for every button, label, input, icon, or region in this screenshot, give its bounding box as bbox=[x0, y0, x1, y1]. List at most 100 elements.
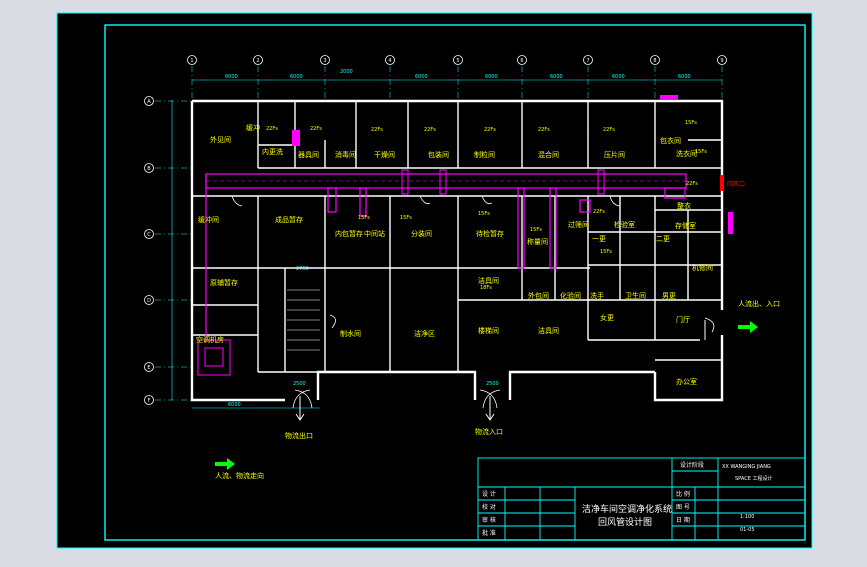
room-toilet: 男更 bbox=[662, 292, 676, 300]
room-office: 办公室 bbox=[676, 377, 697, 386]
grid-bubble-col-7: 7 bbox=[583, 55, 593, 65]
dim-col-8: 6000 bbox=[678, 74, 691, 80]
dim-col-6: 6000 bbox=[550, 74, 563, 80]
grid-bubble-col-8: 8 bbox=[650, 55, 660, 65]
exterior-walls bbox=[190, 99, 724, 402]
svg-text:2: 2 bbox=[256, 58, 259, 64]
room-change1: 一更 bbox=[592, 235, 606, 243]
clean-label: 15Fs bbox=[358, 215, 370, 221]
material-out-label: 物流出口 bbox=[285, 431, 313, 440]
grid-bubble-col-6: 6 bbox=[517, 55, 527, 65]
entrance-markers bbox=[295, 320, 706, 421]
room-door-hall: 门厅 bbox=[676, 315, 690, 324]
room-wash-toilet: 卫生间 bbox=[625, 291, 646, 300]
grid-bubble-row-F: F bbox=[144, 395, 154, 405]
tb-school-2: SPACE 工程设计 bbox=[735, 475, 772, 482]
clean-label: 15Fs bbox=[478, 211, 490, 217]
room-ac: 空调机房 bbox=[196, 335, 224, 344]
interior-walls bbox=[192, 101, 722, 373]
grid-bubble-row-B: B bbox=[144, 163, 154, 173]
room-coat: 包衣间 bbox=[660, 136, 681, 145]
svg-text:6: 6 bbox=[520, 58, 523, 64]
clean-label: 22Fs bbox=[484, 127, 496, 133]
svg-text:7: 7 bbox=[586, 58, 589, 64]
room-change2: 二更 bbox=[656, 235, 670, 243]
tb-school-1: XX WANGING JIANG bbox=[722, 464, 771, 470]
svg-text:9: 9 bbox=[720, 58, 723, 64]
grid-bubble-col-4: 4 bbox=[385, 55, 395, 65]
room-wash-b: 整衣 bbox=[677, 201, 691, 210]
clean-label: 15Fs bbox=[400, 215, 412, 221]
svg-text:C: C bbox=[147, 232, 151, 238]
clean-label: 22Fs bbox=[538, 127, 550, 133]
dim-stair: 2750 bbox=[296, 266, 309, 272]
room-outer-pkg: 外包间 bbox=[528, 291, 549, 300]
room-weigh: 称量间 bbox=[527, 237, 548, 246]
dim-col-4: 6000 bbox=[415, 74, 428, 80]
tb-row-review: 审 核 bbox=[482, 516, 496, 524]
grid-bubble-row-A: A bbox=[144, 96, 154, 106]
room-inner-store: 内包暂存 bbox=[335, 229, 363, 238]
room-stair: 楼梯间 bbox=[478, 326, 499, 335]
clean-label: 22Fs bbox=[686, 181, 698, 187]
people-entrance-label: 人流出、入口 bbox=[738, 299, 780, 308]
ahu-unit bbox=[197, 339, 231, 376]
svg-text:1: 1 bbox=[190, 58, 193, 64]
tb-sheet-value: 01-05 bbox=[740, 527, 755, 533]
tb-stage-label: 设计阶段 bbox=[680, 461, 704, 469]
grid-bubble-col-2: 2 bbox=[253, 55, 263, 65]
room-store-right: 存储室 bbox=[675, 221, 696, 230]
tb-row-check: 校 对 bbox=[482, 503, 496, 511]
room-dry: 干燥间 bbox=[374, 150, 395, 159]
room-labels: 外见间 缓冲 内更洗 器具间 消毒间 干燥间 包装间 制粒间 混合间 压片间 包… bbox=[196, 123, 713, 386]
grid-bubble-col-1: 1 bbox=[187, 55, 197, 65]
tb-row-design: 设 计 bbox=[482, 490, 496, 498]
room-dry-room: 洁具间 bbox=[538, 326, 559, 335]
dim-col-1: 6000 bbox=[225, 74, 238, 80]
grid-bubble-row-C: C bbox=[144, 229, 154, 239]
grid-axes bbox=[155, 66, 723, 401]
return-air-label: 回风口 bbox=[727, 181, 745, 188]
dim-col-2: 6000 bbox=[290, 74, 303, 80]
grid-bubble-row-E: E bbox=[144, 362, 154, 372]
dim-col-7: 6000 bbox=[612, 74, 625, 80]
clean-label: 22Fs bbox=[603, 127, 615, 133]
tb-scale-label: 比 例 bbox=[676, 490, 690, 498]
clean-label: 15Fs bbox=[685, 120, 697, 126]
tb-scale-value: 1:100 bbox=[740, 514, 754, 520]
svg-text:8: 8 bbox=[653, 58, 656, 64]
clean-label: 15Fs bbox=[695, 149, 707, 155]
clean-label: 15Fs bbox=[600, 249, 612, 255]
grid-bubble-col-3: 3 bbox=[320, 55, 330, 65]
room-tool-wash: 洁具间 bbox=[478, 276, 499, 285]
dim-door-left: 2500 bbox=[293, 381, 306, 387]
room-airlock: 缓冲 bbox=[246, 123, 260, 132]
grid-bubble-col-5: 5 bbox=[453, 55, 463, 65]
cleanliness-labels: 22Fs 22Fs 22Fs 22Fs 22Fs 22Fs 22Fs 15Fs 15Fs 15Fs… bbox=[266, 120, 707, 291]
clean-label: 22Fs bbox=[266, 126, 278, 132]
dimension-lines bbox=[171, 79, 722, 409]
svg-text:B: B bbox=[147, 166, 151, 172]
return-air-marker bbox=[720, 175, 724, 191]
clean-label: 15Fs bbox=[530, 227, 542, 233]
room-finished-store: 成品暂存 bbox=[275, 215, 303, 224]
room-buffer-left: 缓冲间 bbox=[198, 215, 219, 224]
return-air-duct bbox=[205, 95, 733, 269]
grid-bubbles: 1 2 3 4 5 6 7 8 9A B C D E F bbox=[144, 55, 727, 405]
room-corridor-l: 制水间 bbox=[340, 329, 361, 338]
dim-bottom-left: 6000 bbox=[228, 402, 241, 408]
tb-row-approve: 批 准 bbox=[482, 529, 496, 537]
room-middle-check: 中间站 bbox=[364, 229, 385, 238]
tb-date-label: 日 期 bbox=[676, 516, 690, 524]
ahu-core bbox=[204, 347, 224, 367]
room-tool-store: 器具间 bbox=[298, 151, 319, 159]
material-in-label: 物流入口 bbox=[475, 427, 503, 436]
clean-label: 22Fs bbox=[310, 126, 322, 132]
grid-bubble-row-D: D bbox=[144, 295, 154, 305]
room-raw-store: 原辅暂存 bbox=[210, 278, 238, 287]
clean-label: 22Fs bbox=[593, 209, 605, 215]
room-disinfect: 消毒间 bbox=[335, 150, 356, 159]
svg-text:F: F bbox=[148, 398, 151, 404]
